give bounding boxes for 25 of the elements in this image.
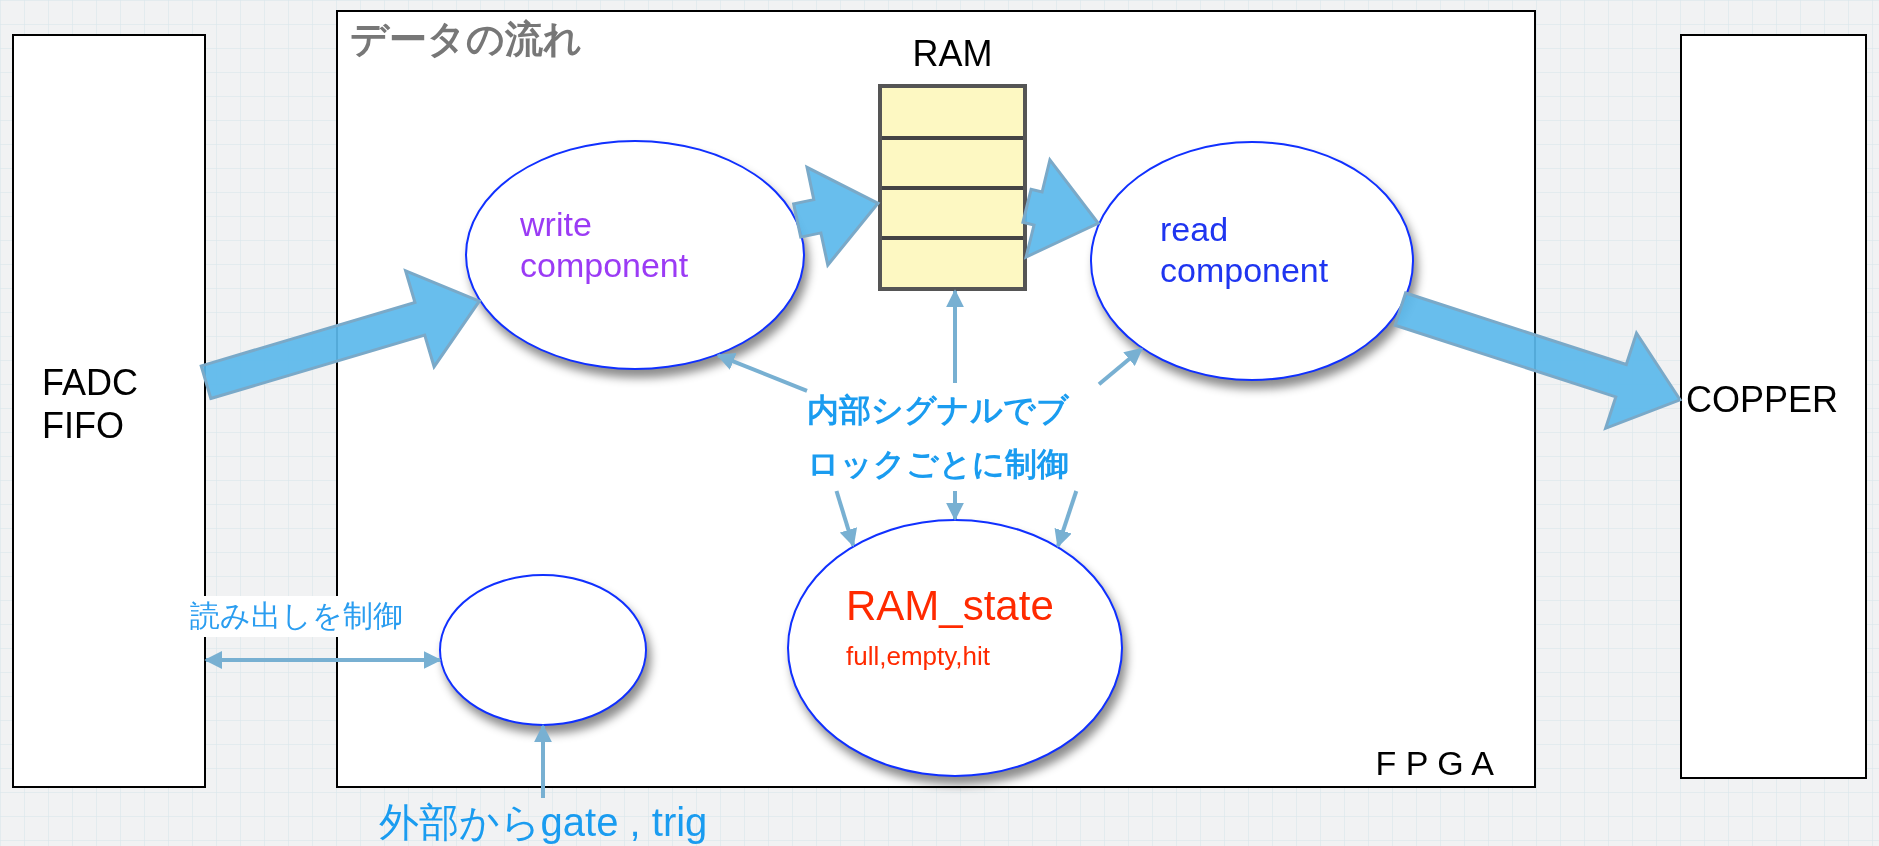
- arrow: [946, 289, 964, 383]
- block-arrow: [1021, 156, 1101, 260]
- component-label: RAM_state: [846, 581, 1055, 631]
- component-label: read component: [1160, 209, 1330, 291]
- arrow: [834, 490, 858, 548]
- edge-label: 読み出しを制御: [187, 596, 405, 637]
- box-label: F P G A: [1375, 743, 1494, 784]
- title: データの流れ: [350, 17, 582, 62]
- signal-note: 内部シグナルでブロックごとに制御: [807, 383, 1099, 491]
- component-label: write component: [520, 204, 690, 286]
- block-arrow: [1393, 291, 1683, 431]
- arrow: [204, 651, 442, 669]
- arrow: [1097, 347, 1143, 386]
- arrow: [716, 352, 808, 393]
- memory-label: RAM: [911, 32, 994, 76]
- block-arrow: [199, 268, 482, 401]
- state-list: full,empty,hit: [846, 641, 1106, 673]
- module-box: [1680, 34, 1867, 779]
- module-label: COPPER: [1686, 378, 1840, 422]
- arrow: [946, 491, 964, 521]
- arrow: [1054, 490, 1079, 548]
- block-arrow: [791, 164, 881, 269]
- input-note: 外部からgate , trig: [340, 798, 746, 846]
- arrow: [534, 724, 552, 798]
- module-label: FADC FIFO: [42, 361, 139, 448]
